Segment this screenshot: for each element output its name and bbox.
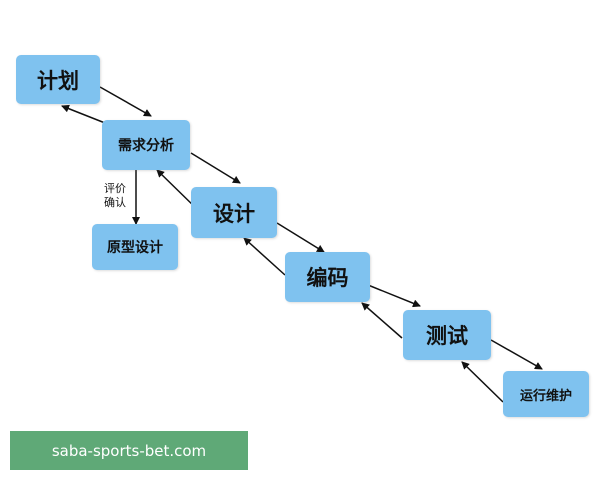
- node-design: 设计: [191, 187, 277, 238]
- node-coding: 编码: [285, 252, 370, 302]
- node-maintenance: 运行维护: [503, 371, 589, 417]
- arrow-requirements-to-design: [190, 152, 241, 184]
- arrow-maintenance-to-testing: [461, 361, 504, 403]
- node-plan: 计划: [16, 55, 100, 104]
- watermark-text[interactable]: saba-sports-bet.com: [51, 441, 207, 460]
- node-requirements: 需求分析: [102, 120, 190, 170]
- arrow-design-to-coding: [276, 222, 325, 253]
- arrow-coding-to-design: [243, 237, 286, 276]
- node-prototype: 原型设计: [92, 224, 178, 270]
- evaluate-label-line2: 确认: [104, 196, 126, 209]
- node-testing: 测试: [403, 310, 491, 360]
- evaluate-label-line1: 评价: [104, 182, 126, 195]
- arrow-coding-to-testing: [367, 284, 421, 308]
- arrow-plan-to-requirements: [99, 86, 152, 117]
- watermark-banner[interactable]: saba-sports-bet.com: [10, 431, 248, 470]
- arrow-testing-to-maintenance: [490, 339, 543, 370]
- arrow-requirements-to-plan: [61, 104, 106, 124]
- arrow-testing-to-coding: [361, 302, 403, 339]
- evaluate-confirm-label: 评价 确认: [100, 182, 130, 210]
